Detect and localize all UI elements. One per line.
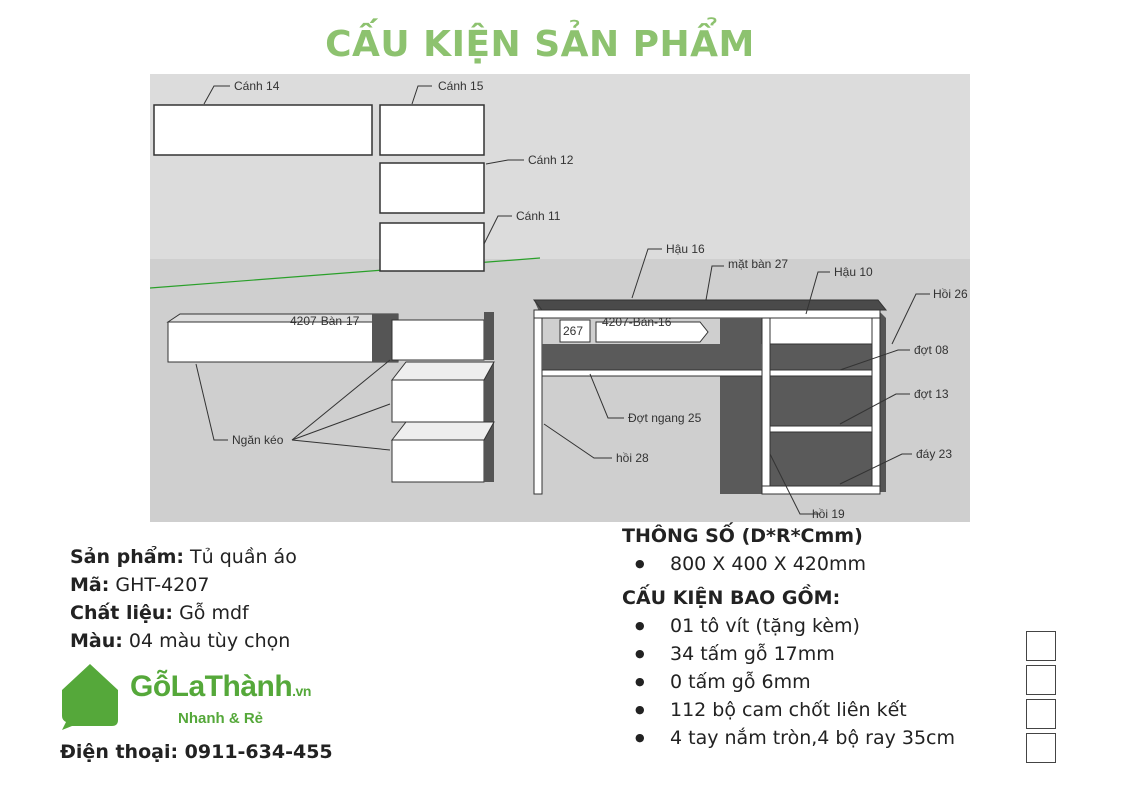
product-code-row: Mã: GHT-4207: [70, 574, 210, 596]
dimensions-title: THÔNG SỐ (D*R*Cmm): [622, 525, 863, 547]
label-hoi-19: hồi 19: [812, 507, 845, 521]
logo-tagline: Nhanh & Rẻ: [178, 710, 264, 727]
checkbox-1[interactable]: [1026, 631, 1056, 661]
tag-ban-17: 4207-Bàn-17: [290, 314, 360, 328]
parts-list: 01 tô vít (tặng kèm) 34 tấm gỗ 17mm 0 tấ…: [622, 612, 955, 752]
panel-canh-15: [379, 104, 485, 156]
list-item: 800 X 400 X 420mm: [622, 550, 955, 578]
product-color-row: Màu: 04 màu tùy chọn: [70, 630, 291, 652]
panel-canh-14: [153, 104, 373, 156]
list-item: 01 tô vít (tặng kèm): [622, 612, 955, 640]
logo-brand: GỗLaThành: [130, 670, 293, 703]
list-item: 4 tay nắm tròn,4 bộ ray 35cm: [622, 724, 955, 752]
product-info: Sản phẩm: Tủ quần áo Mã: GHT-4207 Chất l…: [70, 543, 297, 655]
label-hau-10: Hậu 10: [834, 265, 873, 279]
drawers: [166, 312, 495, 483]
product-material-row: Chất liệu: Gỗ mdf: [70, 602, 249, 624]
checkbox-3[interactable]: [1026, 699, 1056, 729]
desk: [532, 299, 888, 495]
product-parts-drawing: Cánh 14 Cánh 15 Cánh 12 Cánh 11 Hậu 16 m…: [150, 74, 970, 522]
label-dot-13: đợt 13: [914, 387, 949, 401]
product-name-row: Sản phẩm: Tủ quần áo: [70, 546, 297, 568]
label-hoi-26: Hồi 26: [933, 287, 968, 301]
list-item: 34 tấm gỗ 17mm: [622, 640, 955, 668]
label-canh-14: Cánh 14: [234, 79, 280, 93]
logo-tld: .vn: [292, 683, 311, 699]
panel-canh-12: [379, 162, 485, 214]
parts-title: CẤU KIỆN BAO GỒM:: [622, 587, 841, 609]
checkbox-4[interactable]: [1026, 733, 1056, 763]
panel-canh-11: [379, 222, 485, 272]
label-mat-ban-27: mặt bàn 27: [728, 257, 788, 271]
dimensions-list: 800 X 400 X 420mm: [622, 550, 955, 578]
label-day-23: đáy 23: [916, 447, 952, 461]
label-canh-11: Cánh 11: [516, 209, 561, 223]
checkbox-2[interactable]: [1026, 665, 1056, 695]
house-logo-icon: [62, 664, 118, 730]
tag-ban-16: 4207-Bàn-16: [602, 315, 672, 329]
page-title: CẤU KIỆN SẢN PHẨM: [325, 24, 755, 65]
brand-logo: GỗLaThành.vn Nhanh & Rẻ: [58, 660, 338, 730]
label-canh-12: Cánh 12: [528, 153, 574, 167]
list-item: 0 tấm gỗ 6mm: [622, 668, 955, 696]
label-hoi-28: hồi 28: [616, 451, 649, 465]
label-dot-08: đợt 08: [914, 343, 949, 357]
specs-section: THÔNG SỐ (D*R*Cmm) 800 X 400 X 420mm CẤU…: [622, 522, 955, 758]
label-ngan-keo: Ngăn kéo: [232, 433, 284, 447]
list-item: 112 bộ cam chốt liên kết: [622, 696, 955, 724]
phone-number: Điện thoại: 0911-634-455: [60, 741, 333, 763]
tag-267: 267: [563, 324, 583, 338]
label-dot-ngang-25: Đợt ngang 25: [628, 411, 702, 425]
label-canh-15: Cánh 15: [438, 79, 484, 93]
label-hau-16: Hậu 16: [666, 242, 705, 256]
